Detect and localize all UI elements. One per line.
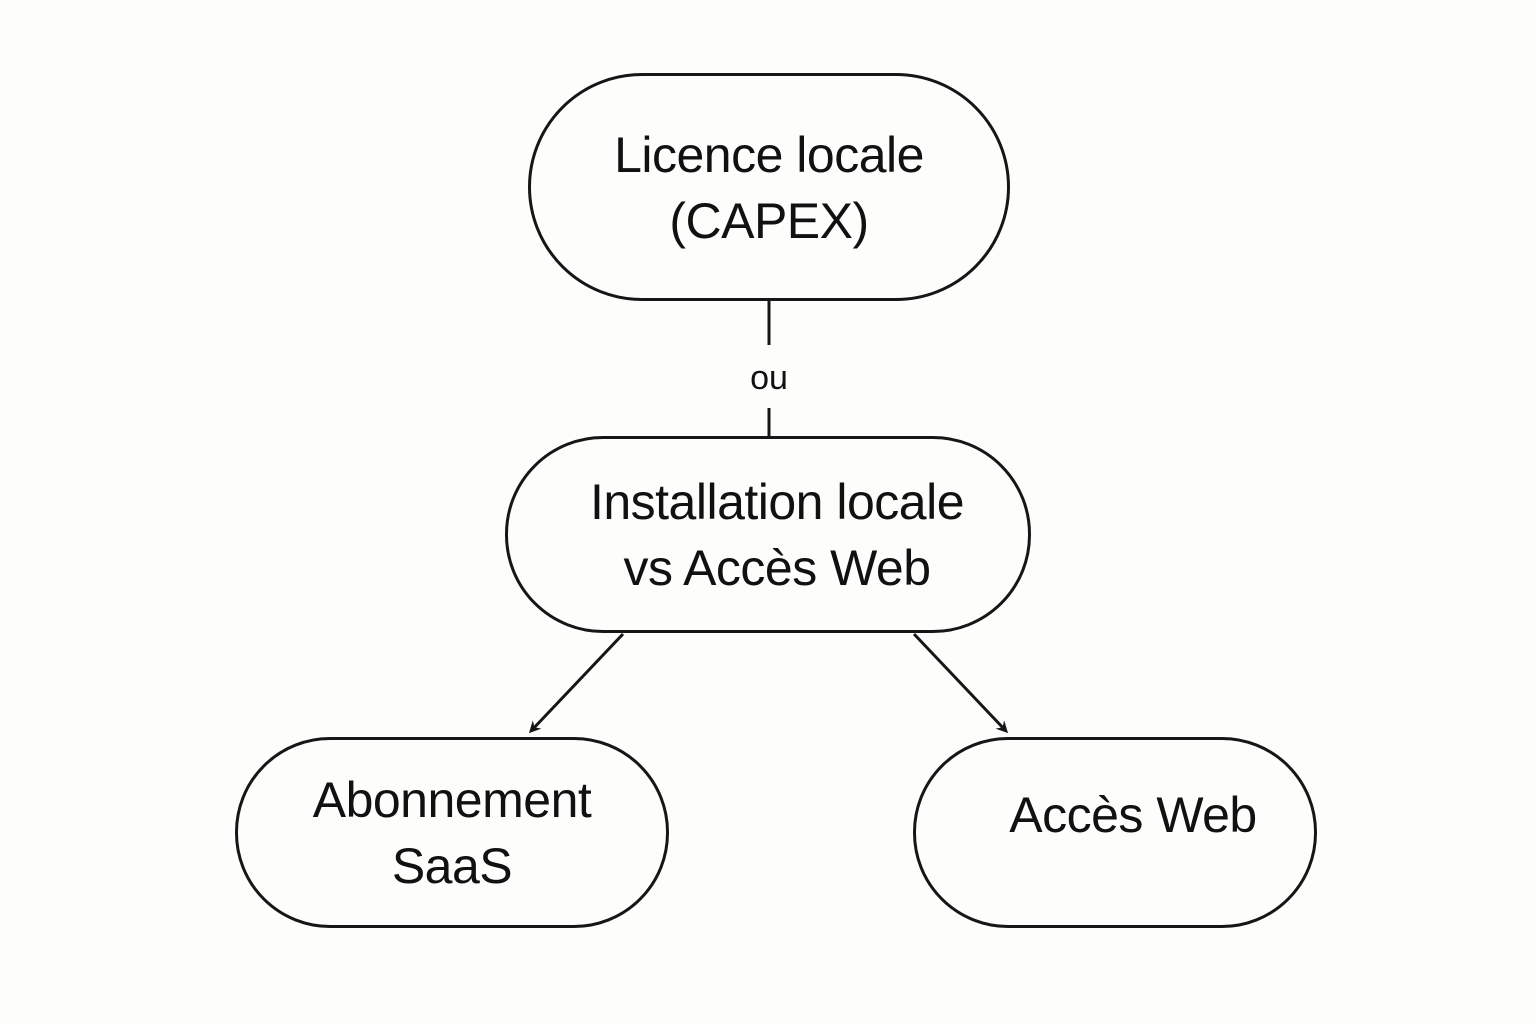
node-licence-locale-line-2: (CAPEX) xyxy=(669,193,869,249)
node-abonnement-line-2: SaaS xyxy=(391,837,513,894)
node-abonnement-saas: Abonnement SaaS xyxy=(235,737,669,928)
edge-middle-to-abonnement-arrow xyxy=(528,632,625,734)
edge-middle-to-acces-web-arrow xyxy=(912,632,1009,734)
node-acces-web: Accès Web xyxy=(913,737,1317,928)
node-installation-line-2: vs Accès Web xyxy=(623,539,931,596)
node-abonnement-line-1: Abonnement xyxy=(312,771,592,828)
node-acces-web-line-1: Accès Web xyxy=(1009,787,1257,843)
edge-label-ou: ou xyxy=(750,359,788,397)
node-installation-vs-web: Installation locale vs Accès Web xyxy=(505,436,1031,633)
node-licence-locale: Licence locale (CAPEX) xyxy=(528,73,1010,301)
node-installation-line-1: Installation locale xyxy=(589,473,965,530)
node-licence-locale-line-1: Licence locale xyxy=(614,127,924,183)
